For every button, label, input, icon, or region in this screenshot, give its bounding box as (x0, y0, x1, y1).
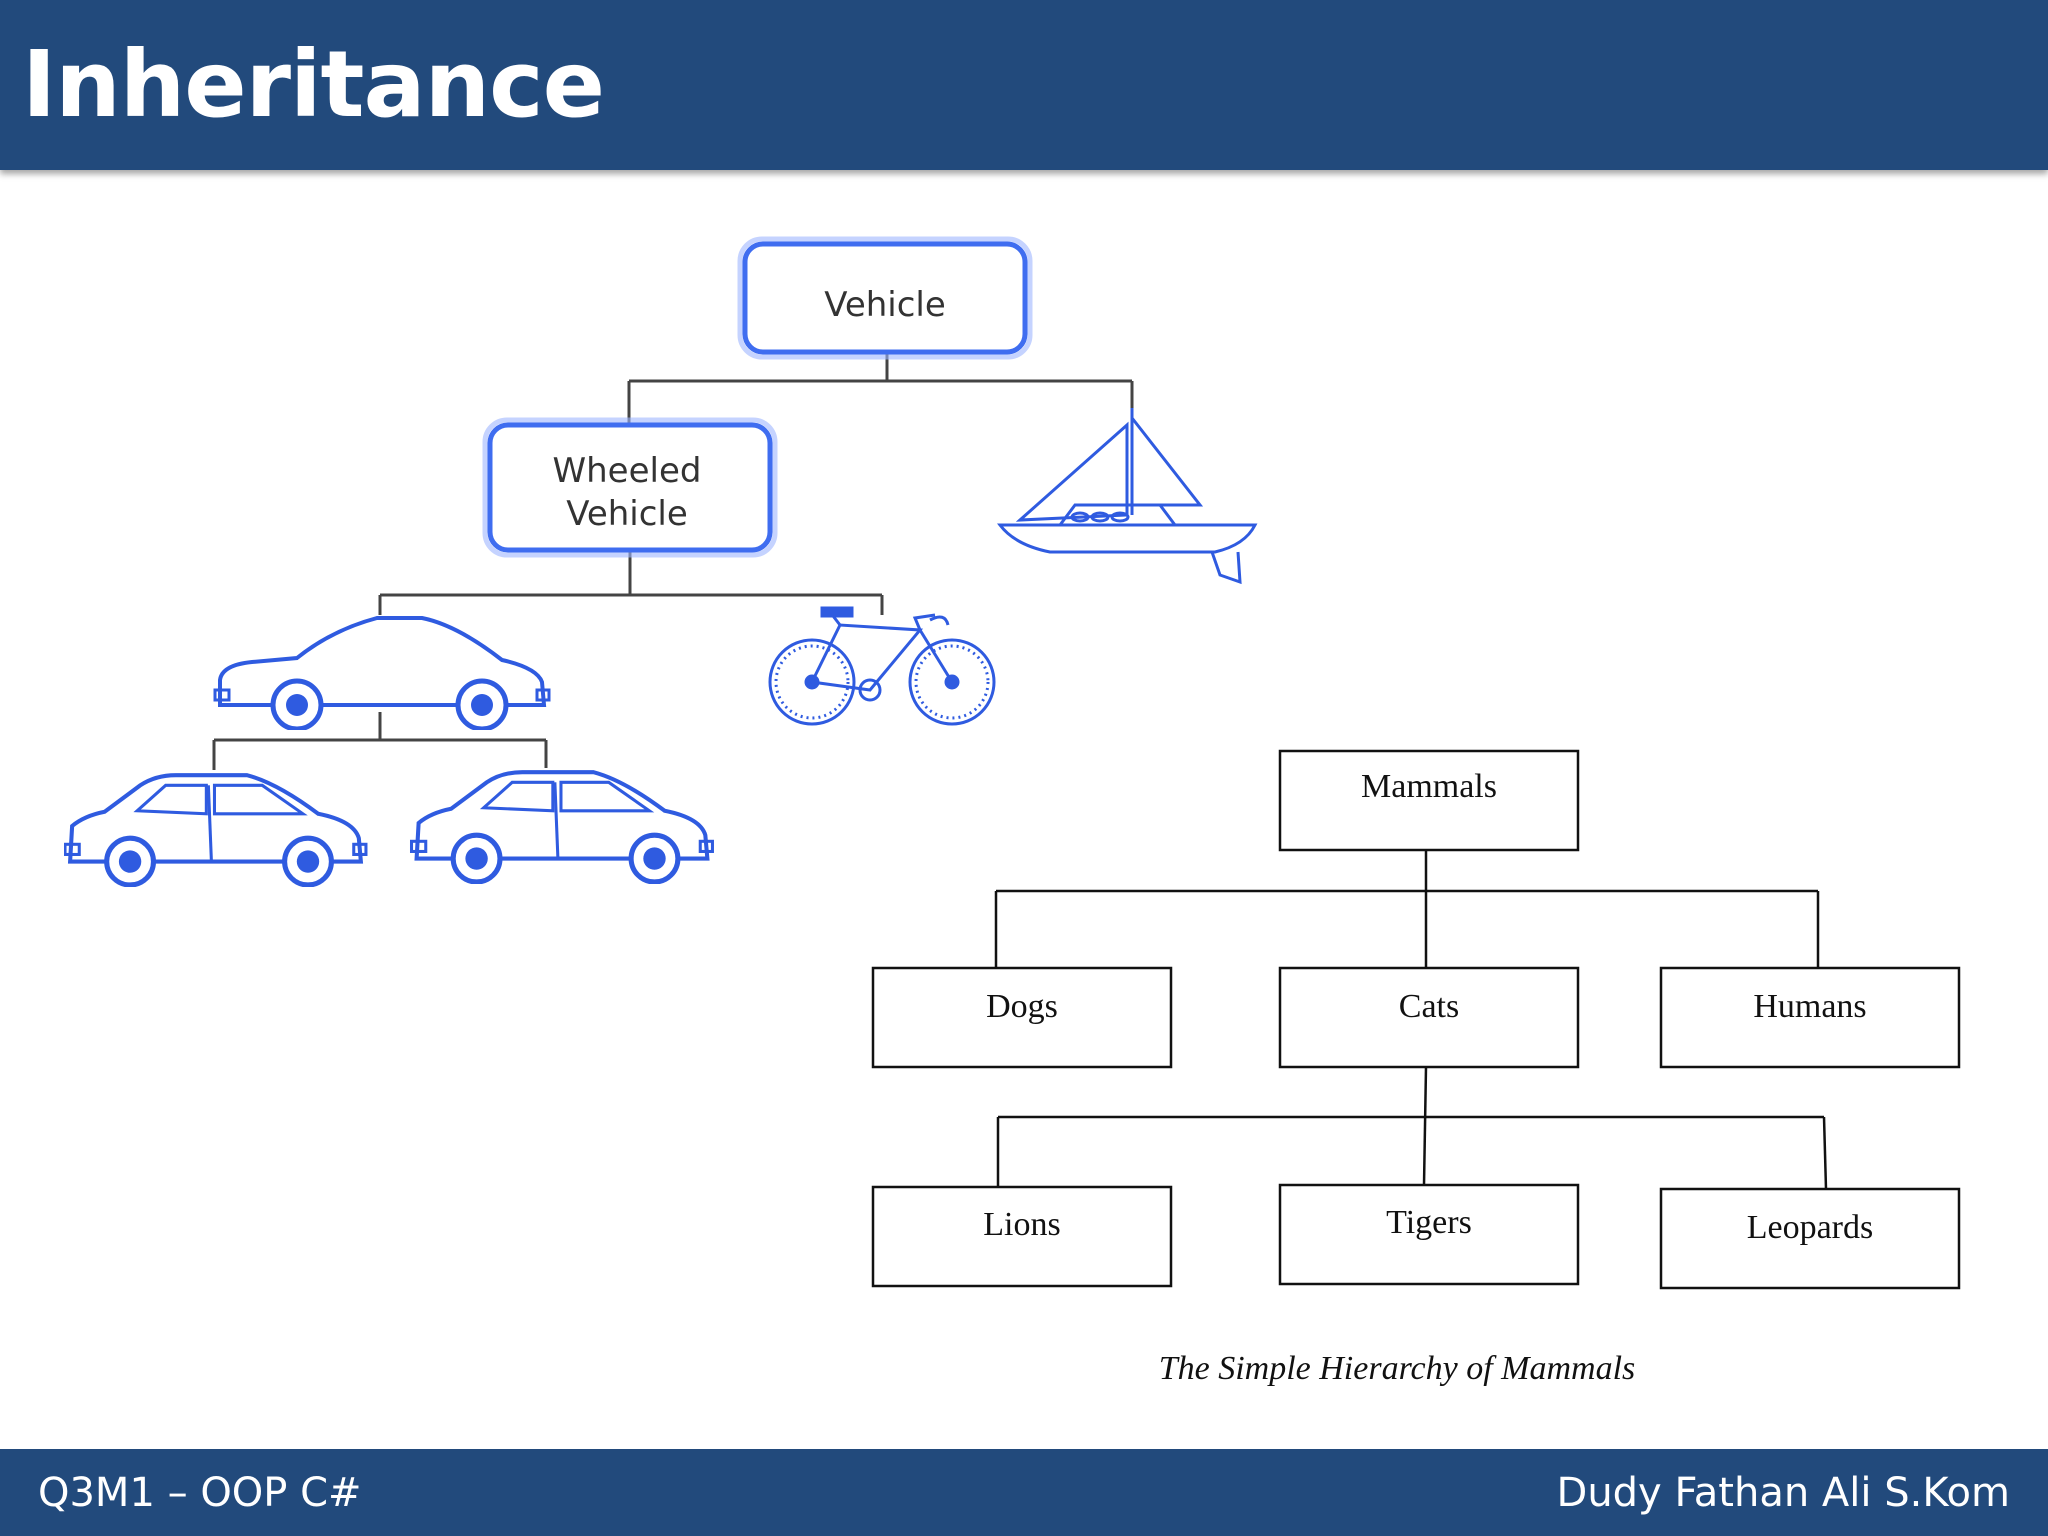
slide-header: Inheritance (0, 0, 2048, 170)
mammal-diagram-caption: The Simple Hierarchy of Mammals (1159, 1350, 1636, 1387)
author-name: Dudy Fathan Ali S.Kom (1556, 1470, 2010, 1516)
diagram-canvas: Vehicle Wheeled Vehicle (0, 236, 1961, 1387)
tigers-label: Tigers (1386, 1204, 1472, 1241)
vehicle-label: Vehicle (824, 285, 946, 325)
lions-node: Lions (871, 1185, 1173, 1288)
sedan-car-icon (215, 618, 549, 729)
lions-label: Lions (983, 1206, 1060, 1243)
cats-node: Cats (1278, 966, 1580, 1069)
mammal-tree-connectors (994, 850, 1828, 1190)
course-code: Q3M1 – OOP C# (38, 1470, 362, 1516)
hatchback-car-icon (65, 775, 366, 885)
dogs-label: Dogs (986, 988, 1058, 1025)
mammals-node: Mammals (1278, 749, 1580, 852)
dogs-node: Dogs (871, 966, 1173, 1069)
bicycle-icon (768, 606, 996, 726)
sedan-car-icon (412, 772, 713, 882)
wheeled-vehicle-label-line1: Wheeled (553, 451, 702, 491)
vehicle-node: Vehicle (737, 236, 1033, 360)
leopards-node: Leopards (1659, 1187, 1961, 1290)
vehicle-tree-connectors (212, 352, 1134, 770)
wheeled-vehicle-label-line2: Vehicle (566, 494, 688, 534)
slide-title: Inheritance (22, 31, 605, 138)
mammals-label: Mammals (1361, 768, 1497, 805)
humans-node: Humans (1659, 966, 1961, 1069)
leopards-label: Leopards (1747, 1209, 1874, 1246)
slide-footer: Q3M1 – OOP C# Dudy Fathan Ali S.Kom (0, 1449, 2048, 1536)
wheeled-vehicle-node: Wheeled Vehicle (482, 417, 778, 558)
cats-label: Cats (1399, 988, 1459, 1025)
sailboat-icon (996, 408, 1258, 585)
humans-label: Humans (1753, 988, 1866, 1025)
tigers-node: Tigers (1278, 1183, 1580, 1286)
